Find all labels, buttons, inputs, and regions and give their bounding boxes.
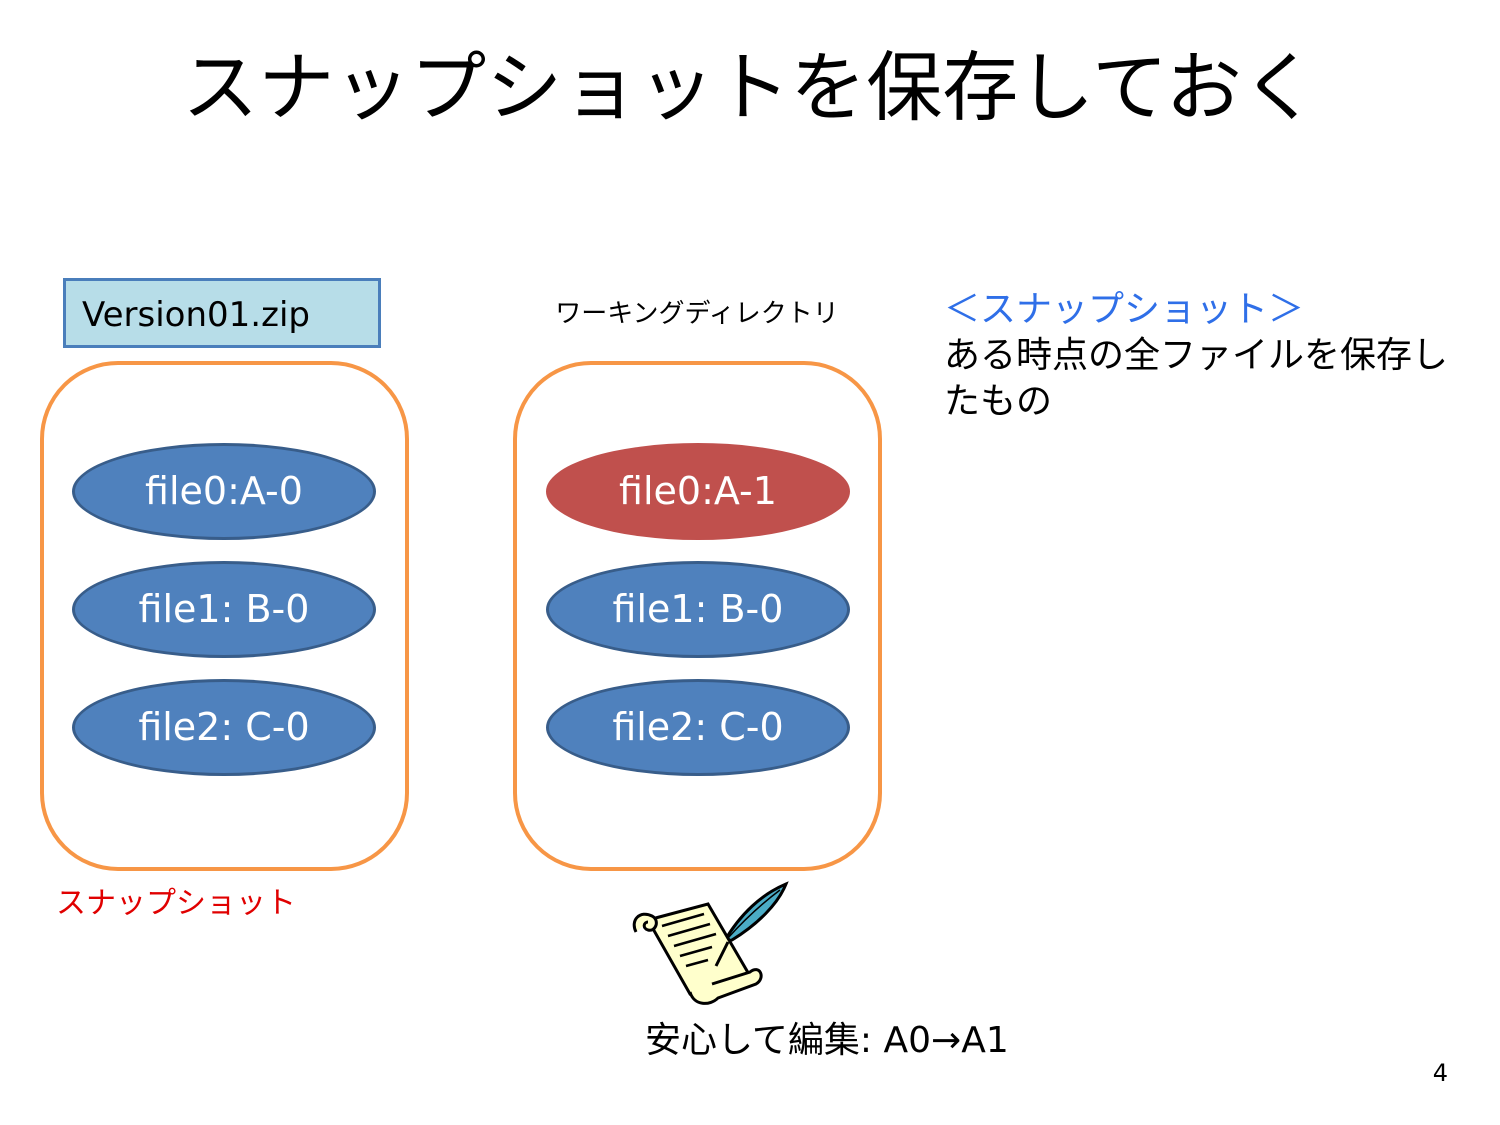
definition-heading: ＜スナップショット＞ [944, 289, 1305, 330]
working-file-0: file0:A-1 [546, 443, 850, 540]
snapshot-file-1: file1: B-0 [72, 561, 376, 658]
snapshot-file-2: file2: C-0 [72, 679, 376, 776]
page-number: 4 [1432, 1059, 1448, 1087]
edit-caption: 安心して編集: A0→A1 [645, 1020, 1009, 1061]
definition-block: ＜スナップショット＞ ある時点の全ファイルを保存したもの [944, 287, 1464, 425]
definition-body: ある時点の全ファイルを保存したもの [944, 335, 1449, 422]
quill-feather-icon [720, 881, 789, 945]
working-file-1: file1: B-0 [546, 561, 850, 658]
slide-title: スナップショットを保存しておく [182, 43, 1318, 132]
snapshot-file-0: file0:A-0 [72, 443, 376, 540]
zip-archive-label: Version01.zip [63, 278, 381, 348]
working-directory-label: ワーキングディレクトリ [555, 299, 839, 329]
scroll-quill-icon [632, 881, 789, 1005]
snapshot-caption: スナップショット [56, 886, 296, 921]
working-file-2: file2: C-0 [546, 679, 850, 776]
